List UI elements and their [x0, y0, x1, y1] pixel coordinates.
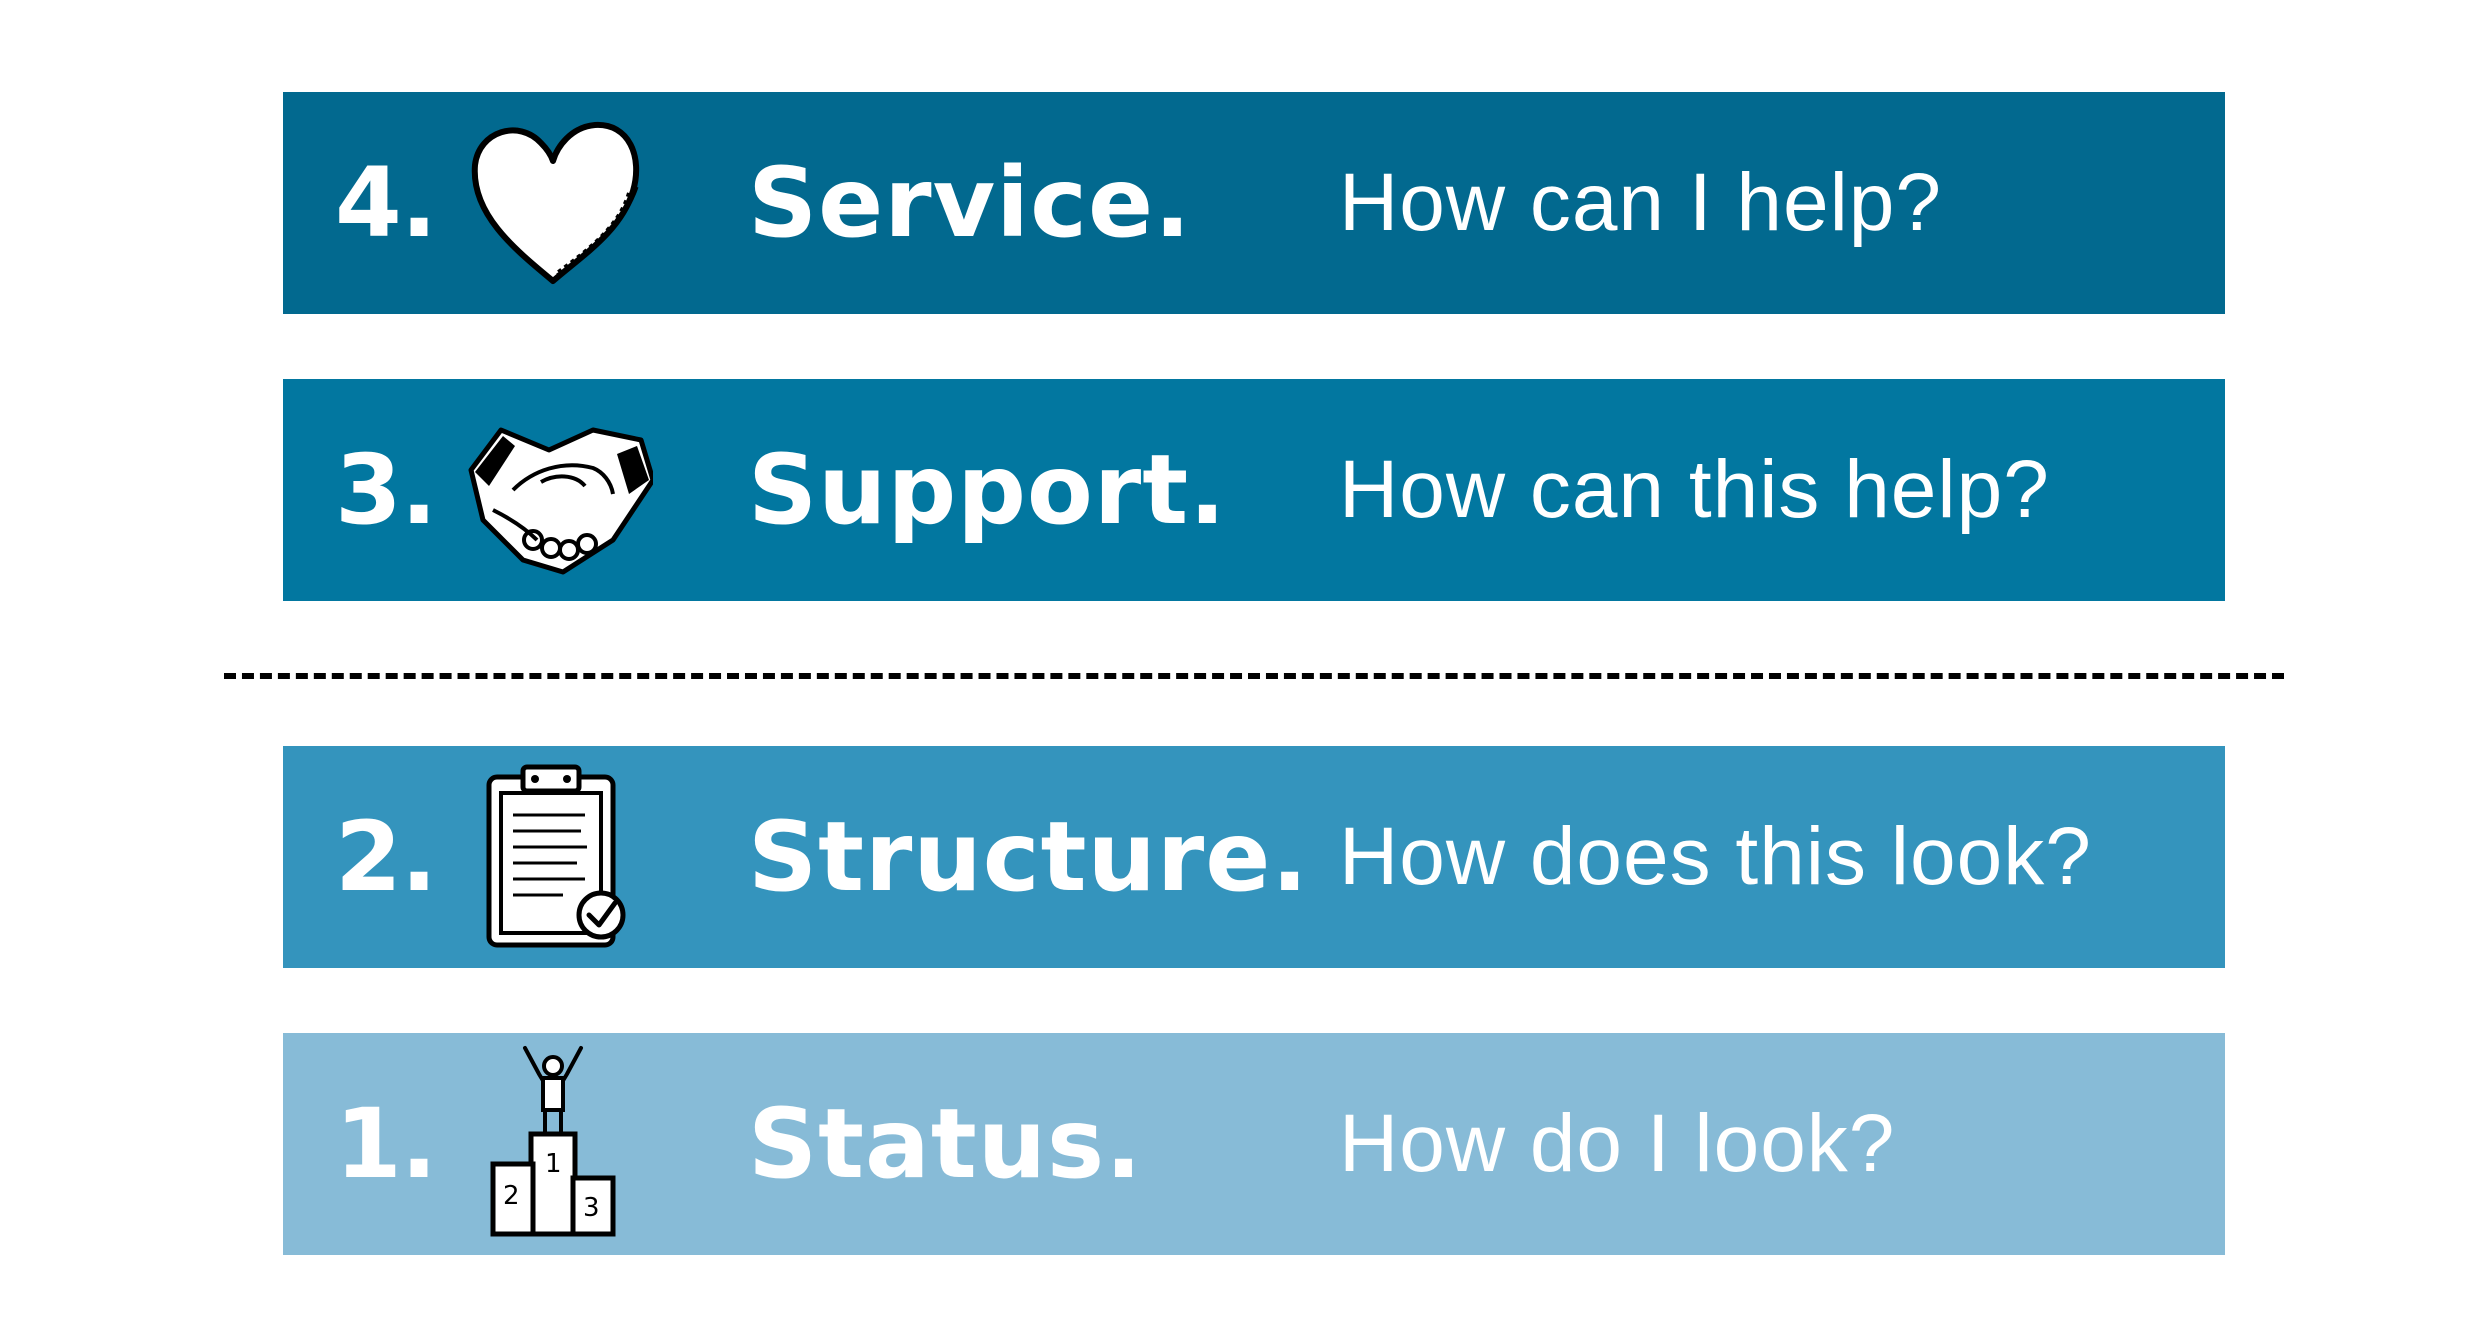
svg-text:3: 3	[583, 1193, 600, 1223]
level-title: Status.	[748, 1088, 1143, 1200]
svg-text:2: 2	[503, 1181, 520, 1211]
level-title: Service.	[748, 147, 1192, 259]
level-number: 1.	[335, 1088, 437, 1200]
level-question: How does this look?	[1339, 811, 2092, 902]
clipboard-checklist-icon	[453, 757, 653, 957]
level-4-band: 4. Service. How can I help?	[283, 92, 2225, 314]
level-title: Structure.	[748, 801, 1309, 913]
dashed-divider	[224, 673, 2284, 679]
level-number: 2.	[335, 801, 437, 913]
level-title: Support.	[748, 434, 1227, 546]
level-number: 4.	[335, 147, 437, 259]
handshake-icon	[453, 390, 653, 590]
heart-icon	[453, 103, 653, 303]
level-question: How can I help?	[1339, 157, 1943, 248]
level-1-band: 1. 1 2 3 Status. How do I look?	[283, 1033, 2225, 1255]
level-2-band: 2. Structure. How does this look?	[283, 746, 2225, 968]
svg-text:1: 1	[545, 1149, 562, 1179]
level-question: How can this help?	[1339, 444, 2050, 535]
level-number: 3.	[335, 434, 437, 546]
level-3-band: 3. Support. How can this help?	[283, 379, 2225, 601]
level-question: How do I look?	[1339, 1098, 1896, 1189]
podium-winner-icon: 1 2 3	[453, 1044, 653, 1244]
